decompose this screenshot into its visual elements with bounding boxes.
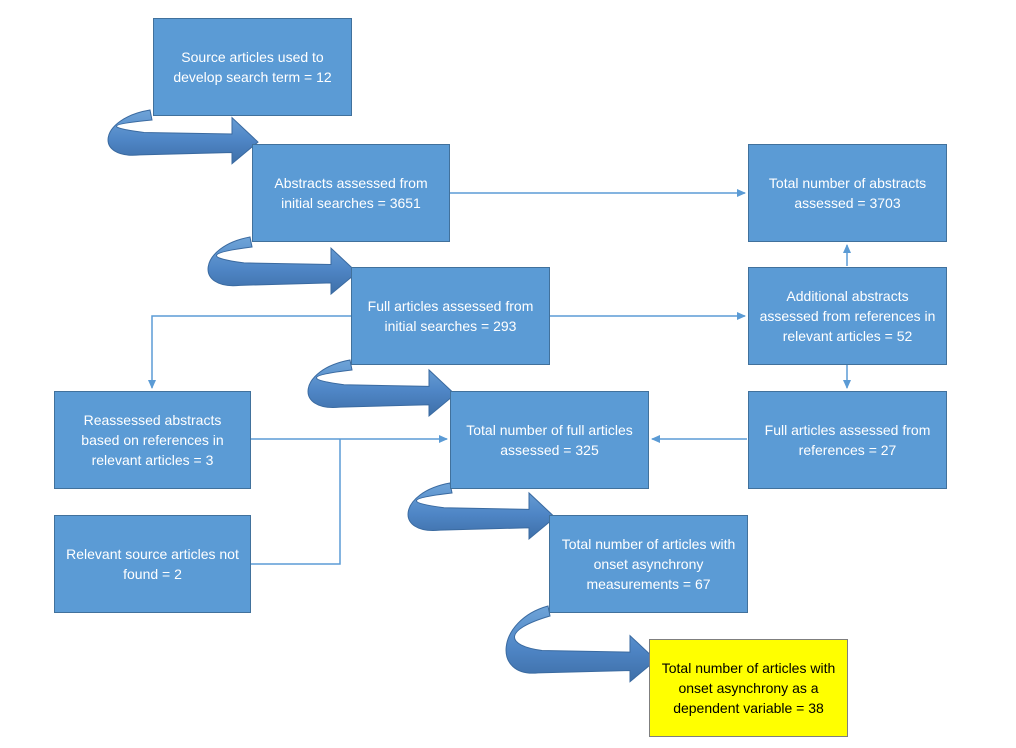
curved-arrow-5 xyxy=(505,605,657,683)
full-from-references-box: Full articles assessed from references =… xyxy=(748,391,947,489)
total-full-articles-box: Total number of full articles assessed =… xyxy=(450,391,649,489)
connector-full-to-reassessed xyxy=(148,315,351,389)
source-articles-box: Source articles used to develop search t… xyxy=(153,18,352,116)
full-initial-box: Full articles assessed from initial sear… xyxy=(351,267,550,365)
curved-arrow-3 xyxy=(307,359,456,418)
onset-measurements-box: Total number of articles with onset asyn… xyxy=(549,515,748,613)
curved-arrow-4 xyxy=(407,482,556,541)
curved-arrow-2 xyxy=(207,236,358,296)
relevant-not-found-box: Relevant source articles not found = 2 xyxy=(54,515,251,613)
dependent-variable-box: Total number of articles with onset asyn… xyxy=(649,639,848,737)
reassessed-abstracts-box: Reassessed abstracts based on references… xyxy=(54,391,251,489)
abstracts-initial-box: Abstracts assessed from initial searches… xyxy=(252,144,450,242)
additional-abstracts-box: Additional abstracts assessed from refer… xyxy=(748,267,947,365)
connector-not-found-to-total-full xyxy=(250,439,341,565)
total-abstracts-box: Total number of abstracts assessed = 370… xyxy=(748,144,947,242)
curved-arrows xyxy=(107,109,657,683)
curved-arrow-1 xyxy=(107,109,259,165)
